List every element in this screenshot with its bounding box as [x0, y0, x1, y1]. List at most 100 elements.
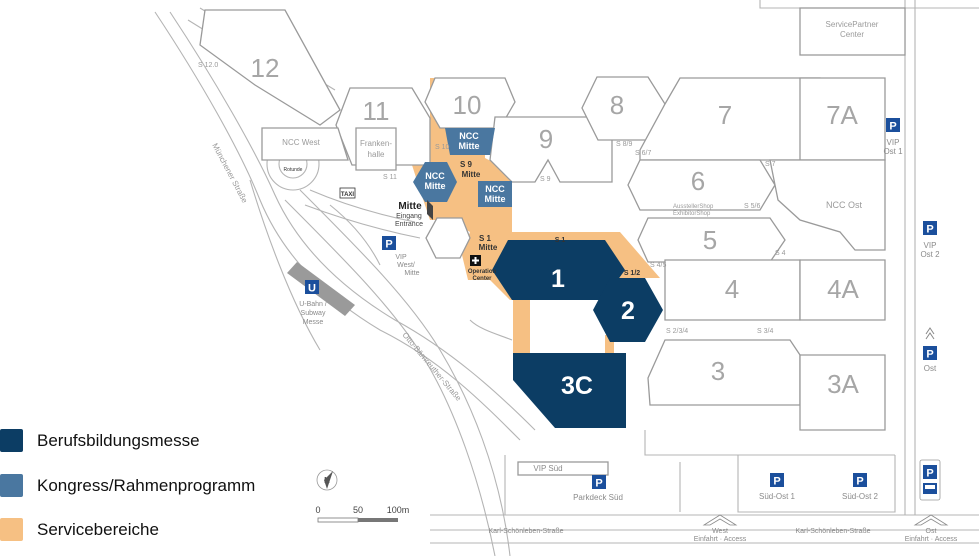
s11-label: S 11: [383, 174, 397, 181]
hall-7a-label: 7A: [826, 100, 858, 130]
parking-icon-sued-ost2: P: [853, 473, 867, 488]
ubahn-label-1: U-Bahn /: [299, 301, 327, 308]
s234-label: S 2/3/4: [666, 328, 688, 335]
west-access-label-1: West: [712, 528, 728, 535]
ncc-mitte-top: [445, 128, 495, 155]
hall-12-label: 12: [251, 53, 280, 83]
ost-access-label-2: Einfahrt · Access: [905, 536, 958, 543]
s9-mitte-label-1: S 9: [460, 160, 473, 169]
vip-sued-box: [517, 461, 609, 476]
entrance-arrow-icon: [427, 200, 433, 220]
s1-mitte-label-2: Mitte: [479, 243, 498, 252]
hall-4-label: 4: [725, 274, 739, 304]
svg-text:P: P: [926, 468, 933, 480]
ncc-west-label: NCC West: [282, 138, 320, 147]
fair-halls: [492, 240, 663, 428]
west-access-label-2: Einfahrt · Access: [694, 536, 747, 543]
hall-12: [199, 9, 341, 126]
svg-text:P: P: [926, 349, 933, 361]
s10-label: S 10: [435, 144, 450, 151]
hall-6: [627, 159, 776, 211]
parking-icons: P P P P P P P P: [382, 118, 941, 501]
compass-north-label: N: [324, 476, 330, 485]
s67-label: S 6/7: [635, 150, 651, 157]
ncc-mitte-left: [413, 162, 457, 202]
ncc-mitte-right-label-2: Mitte: [485, 194, 506, 204]
access-points: West Einfahrt · Access Ost Einfahrt · Ac…: [694, 514, 958, 543]
legend-label: Kongress/Rahmenprogramm: [37, 475, 256, 495]
scale-label-50: 50: [353, 505, 363, 515]
hall-4a-label: 4A: [827, 274, 859, 304]
ncc-mitte-right: [478, 181, 512, 207]
legend-item-kongress: Kongress/Rahmenprogramm: [0, 474, 255, 497]
parking-icon-vip-ost2: P: [923, 221, 937, 236]
legend-swatch: [0, 518, 23, 541]
servicepartner-label-1: ServicePartner: [826, 20, 879, 29]
vip-west-label-2: West/: [397, 262, 415, 269]
vip-sued-label: VIP Süd: [533, 464, 562, 473]
hall-3c: [513, 353, 626, 428]
legend-label: Servicebereiche: [37, 519, 159, 539]
hall-numbers: 12 11 10 9 8 7 7A 6 5 4 4A 3 3A 1 2 3C: [251, 53, 860, 400]
s56-label: S 5/6: [744, 203, 760, 210]
legend-swatch: [0, 429, 23, 452]
taxi-label: TAXI: [341, 192, 355, 198]
ncc-mitte-hex-white: [425, 217, 471, 259]
hall-3c-label: 3C: [561, 372, 593, 400]
legend-swatch: [0, 474, 23, 497]
ncc-ost: [769, 159, 886, 251]
parking-icon-bus: P: [919, 459, 941, 501]
parking-icon-parkdeck-sued: P: [592, 475, 606, 490]
hall-7-label: 7: [718, 100, 732, 130]
otto-baernreuther-strasse-label: Otto-Bärnreuther-Straße: [400, 331, 463, 404]
s89-label: S 8/9: [616, 141, 632, 148]
hall-5-label: 5: [703, 225, 717, 255]
hall-6-label: 6: [691, 166, 705, 196]
operation-center-label-2: Center: [472, 276, 492, 282]
frankenhalle: [355, 127, 397, 171]
hall-4: [664, 259, 801, 321]
ncc-mitte-right-label-1: NCC: [485, 184, 505, 194]
road-network: [154, 0, 979, 556]
hall-3a: [799, 354, 886, 431]
s7-label: S 7: [765, 161, 776, 168]
ncc-mitte-left-label-2: Mitte: [425, 181, 446, 191]
ubahn-label-3: Messe: [303, 319, 324, 326]
servicepartner-label-2: Center: [840, 30, 864, 39]
karl-schoenleben-strasse-left: Karl-Schönleben-Straße: [488, 528, 563, 535]
congress-areas: [413, 128, 512, 207]
vip-ost1-label-2: Ost 1: [883, 147, 903, 156]
s34-label: S 3/4: [757, 328, 773, 335]
ost-access-label-1: Ost: [926, 528, 937, 535]
vip-west-label-3: Mitte: [404, 270, 419, 277]
parking-icon-ost: P: [923, 327, 937, 361]
ubahn-label-2: Subway: [301, 310, 326, 317]
vip-ost2-label-2: Ost 2: [920, 250, 940, 259]
scale-label-0: 0: [315, 505, 320, 515]
sued-ost1-label: Süd-Ost 1: [759, 492, 796, 501]
ost-parking-label: Ost: [924, 364, 937, 373]
svg-text:P: P: [773, 476, 780, 488]
svg-text:P: P: [385, 239, 392, 251]
scale-label-100: 100m: [387, 505, 410, 515]
hall-3-label: 3: [711, 356, 725, 386]
s12-label: S 1/2: [624, 270, 640, 277]
servicepartner-center: [799, 7, 906, 56]
ubahn-icon: [305, 280, 319, 294]
s120-label: S 12.0: [198, 62, 218, 69]
mitte-entrance-de: Eingang: [396, 213, 422, 220]
hall-9-label: 9: [539, 124, 553, 154]
legend-label: Berufsbildungsmesse: [37, 430, 200, 450]
parking-icon-vip-west: P: [382, 236, 396, 251]
ausstellershop-label-1: AusstellerShop: [673, 204, 714, 210]
s9-mitte-label-2: Mitte: [462, 170, 481, 179]
sued-ost2-label: Süd-Ost 2: [842, 492, 879, 501]
s45-label: S 4/5: [650, 262, 666, 269]
mitte-entrance-title: Mitte: [398, 201, 422, 212]
muenchener-strasse-label: Münchener Straße: [210, 142, 249, 205]
scale-bar: N 0 50 100m: [315, 469, 410, 523]
vip-ost2-label-1: VIP: [924, 241, 937, 250]
hall-4a: [799, 259, 886, 321]
ausstellershop-label-2: ExhibitorShop: [673, 211, 711, 217]
